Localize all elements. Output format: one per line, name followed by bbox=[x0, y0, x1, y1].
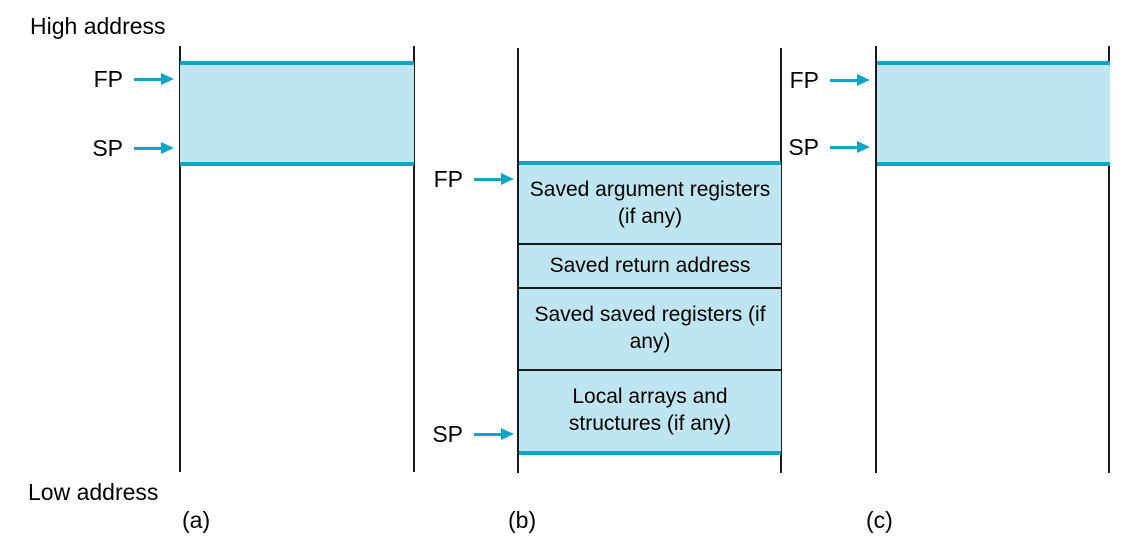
arrow-right-icon bbox=[830, 141, 870, 153]
stack-rail-right-a bbox=[413, 46, 415, 472]
arrow-right-icon bbox=[474, 173, 514, 185]
arrow-right-icon bbox=[134, 73, 174, 85]
sp-pointer-c: SP bbox=[788, 133, 870, 161]
stack-slot-saved-return-address: Saved return address bbox=[519, 245, 781, 289]
stack-rail-right-b bbox=[780, 48, 782, 473]
high-address-label: High address bbox=[30, 13, 166, 39]
sp-label: SP bbox=[788, 133, 819, 160]
fp-label: FP bbox=[433, 165, 463, 192]
fp-label: FP bbox=[93, 65, 123, 92]
arrow-right-icon bbox=[474, 428, 514, 440]
stack-rail-right-c bbox=[1108, 46, 1110, 473]
stack-rail-left-a bbox=[179, 46, 181, 472]
fp-pointer-a: FP bbox=[94, 65, 174, 93]
sp-label: SP bbox=[92, 134, 123, 161]
stack-slot-saved-saved-registers: Saved saved registers (if any) bbox=[519, 289, 781, 371]
stack-rail-left-b bbox=[517, 48, 519, 473]
arrow-right-icon bbox=[830, 74, 870, 86]
panel-caption-a: (a) bbox=[182, 507, 211, 533]
arrow-right-icon bbox=[134, 142, 174, 154]
panel-caption-b: (b) bbox=[508, 507, 537, 533]
fp-label: FP bbox=[789, 66, 819, 93]
panel-caption-c: (c) bbox=[866, 507, 893, 533]
stack-rail-left-c bbox=[875, 46, 877, 473]
fp-pointer-c: FP bbox=[790, 66, 870, 94]
allocated-frame-c bbox=[877, 61, 1110, 166]
fp-pointer-b: FP bbox=[434, 165, 514, 193]
stack-slot-local-arrays-structures: Local arrays and structures (if any) bbox=[568, 385, 732, 435]
sp-pointer-b: SP bbox=[432, 420, 514, 448]
stack-slot-saved-argument-registers: Saved argument registers (if any) bbox=[519, 165, 781, 245]
allocated-frame-a bbox=[180, 61, 414, 166]
sp-label: SP bbox=[432, 420, 463, 447]
sp-pointer-a: SP bbox=[92, 134, 174, 162]
stack-frame-b: Saved argument registers (if any) Saved … bbox=[519, 161, 781, 455]
low-address-label: Low address bbox=[28, 479, 159, 505]
